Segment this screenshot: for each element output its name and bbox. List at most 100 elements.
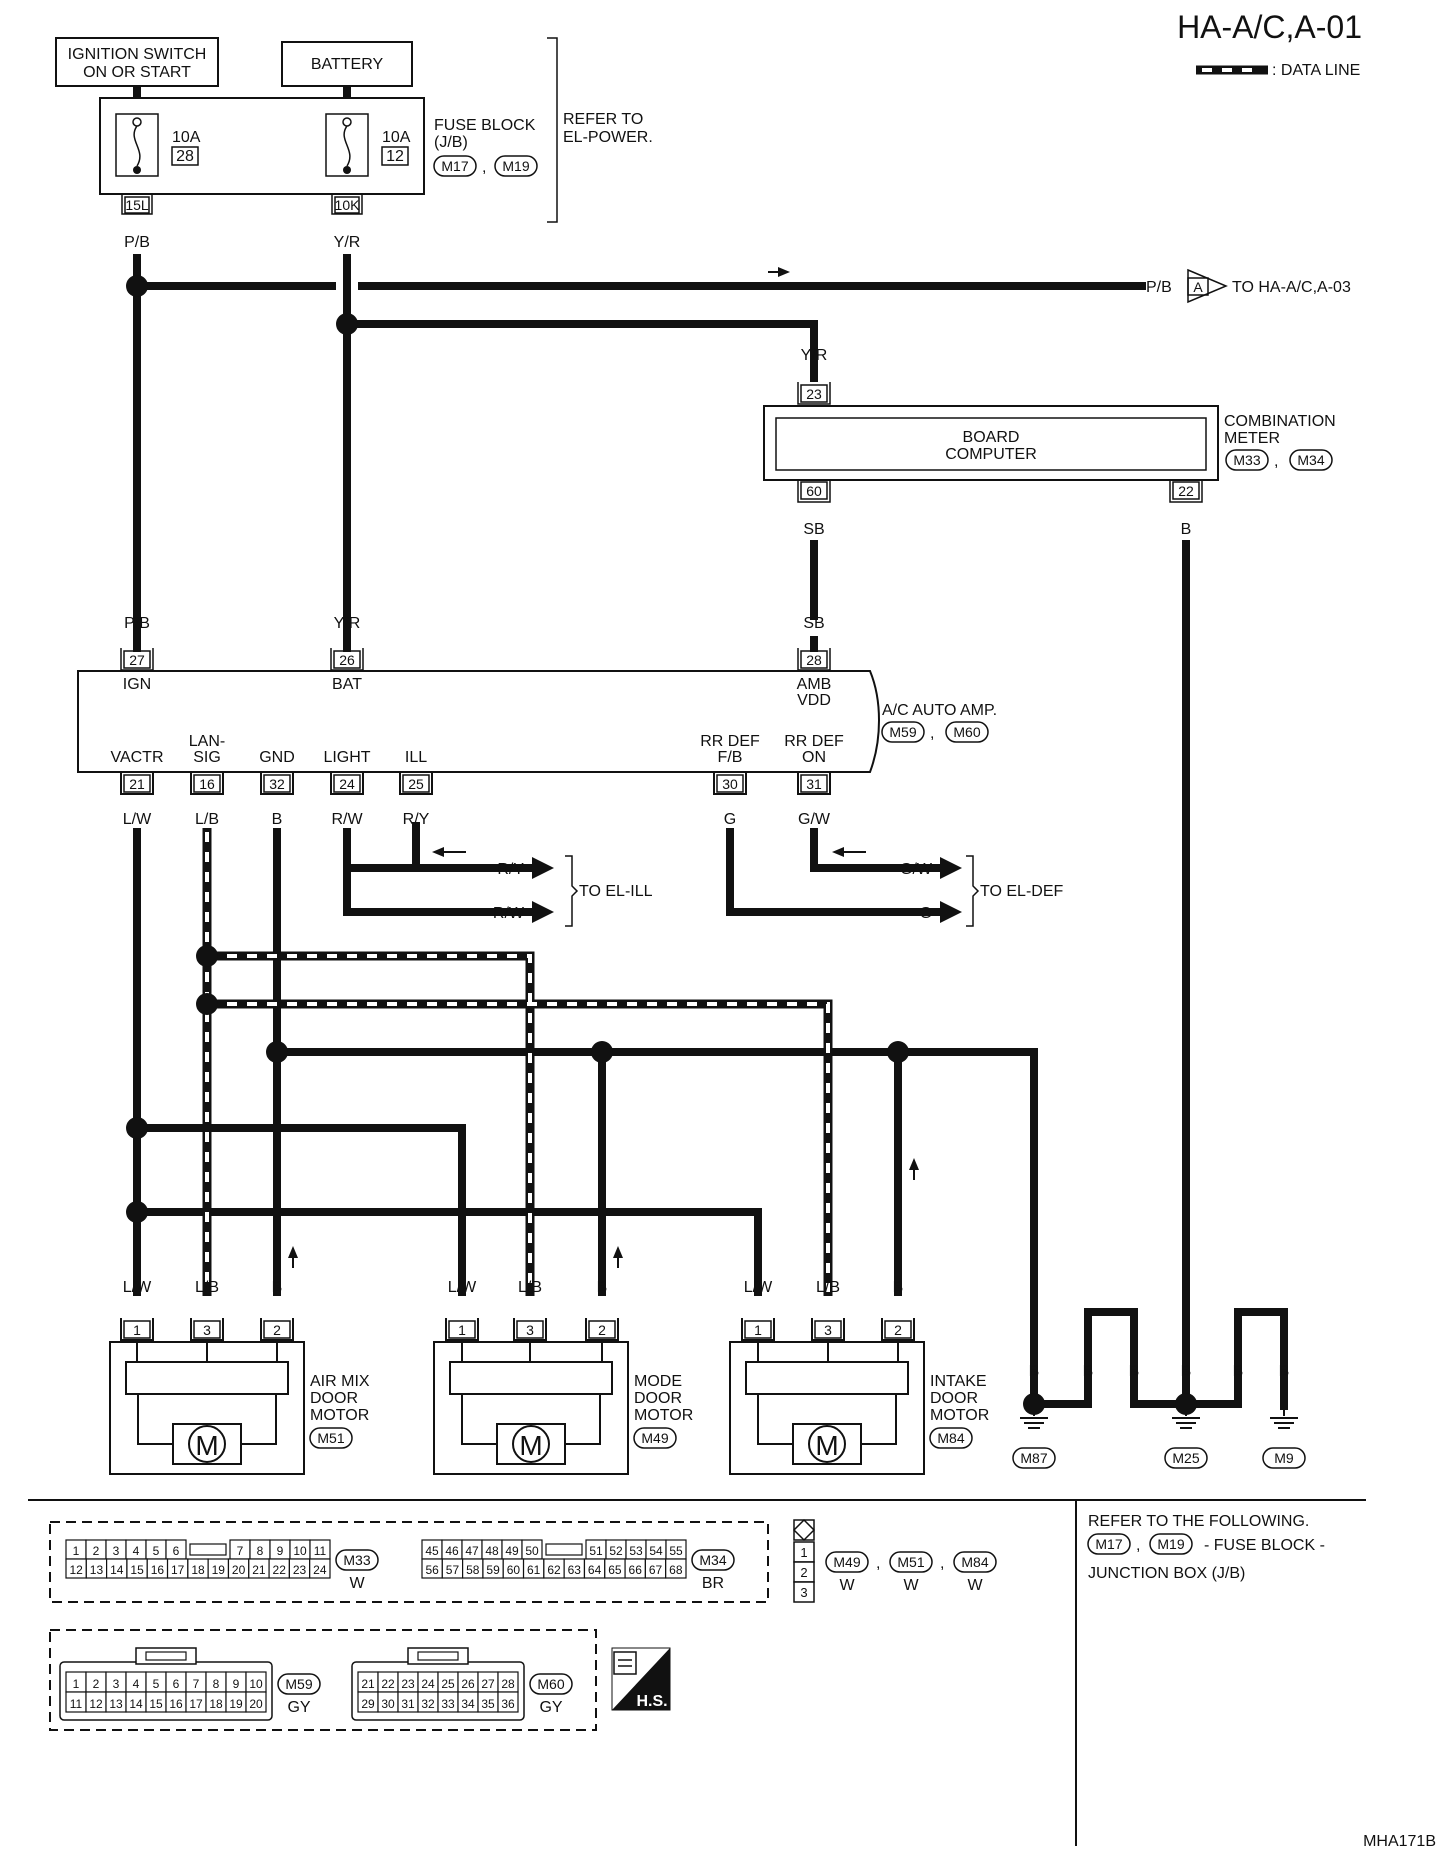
motor-label-1-0: MODE xyxy=(634,1373,682,1390)
connector-m34-pin-54: 54 xyxy=(649,1544,663,1558)
output-arrow-3 xyxy=(940,901,962,923)
wire-label-32: B xyxy=(272,811,283,828)
fuse-12-amp: 10A xyxy=(382,129,411,146)
motor-conn-0: M51 xyxy=(317,1430,344,1446)
motor-wire-label-0-2: B xyxy=(272,1279,283,1296)
connector-m33-pin-8: 8 xyxy=(257,1544,264,1558)
connector-m33-pin-21: 21 xyxy=(252,1563,266,1577)
connector-m34-pin-49: 49 xyxy=(505,1544,519,1558)
motor-pin-0-1: 3 xyxy=(190,1318,224,1341)
wire-label-sb-amp: SB xyxy=(803,615,824,632)
connector-m34-pin-61: 61 xyxy=(527,1563,541,1577)
combo-meter-label-1: COMBINATION xyxy=(1224,413,1336,430)
wire-label-16: L/B xyxy=(195,811,219,828)
wire-label-yr-fuse: Y/R xyxy=(334,234,361,251)
refer-conn-m17: M17 xyxy=(1095,1536,1122,1552)
refer-following: REFER TO THE FOLLOWING. M17 , M19 - FUSE… xyxy=(1087,1513,1325,1582)
wire-label-g-out: G xyxy=(920,905,932,922)
motor-pin-0-2: 2 xyxy=(260,1318,294,1341)
motor-pin-1-0-label: 1 xyxy=(458,1322,466,1338)
connector-m59-pin-11: 11 xyxy=(70,1697,83,1711)
connector-m60-pin-35: 35 xyxy=(481,1697,495,1711)
motor-wire-label-1-0: L/W xyxy=(448,1279,477,1296)
motor-pin-2-0: 1 xyxy=(741,1318,775,1341)
connector-m59-color: GY xyxy=(287,1699,310,1716)
connector-m34-pin-46: 46 xyxy=(445,1544,459,1558)
motor-label-2-0: INTAKE xyxy=(930,1373,987,1390)
ground-m25: M25 xyxy=(1164,1404,1208,1469)
fuse-block-conn-m19: M19 xyxy=(502,158,529,174)
connector-m34-pin-64: 64 xyxy=(588,1563,602,1577)
power-wires xyxy=(126,254,1146,652)
board-computer-1: BOARD xyxy=(963,429,1020,446)
connector-m33-pin-18: 18 xyxy=(191,1563,205,1577)
motor-pin-2-2-label: 2 xyxy=(894,1322,902,1338)
connector-m60-pin-33: 33 xyxy=(441,1697,455,1711)
refer-conn-m19: M19 xyxy=(1157,1536,1184,1552)
ground-label-0: M87 xyxy=(1020,1450,1047,1466)
wire-label-sb-meter: SB xyxy=(803,521,824,538)
connector-m34-id: M34 xyxy=(699,1552,726,1568)
amp-pin-name-30-0: RR DEF xyxy=(700,733,760,750)
ignition-switch: IGNITION SWITCH ON OR START xyxy=(55,37,219,87)
connector-m34-pin-50: 50 xyxy=(525,1544,539,1558)
wire-label-21: L/W xyxy=(123,811,152,828)
amp-pin-21-label: 21 xyxy=(129,776,145,792)
wire-label-b-meter: B xyxy=(1181,521,1192,538)
connector-m33-pin-3: 3 xyxy=(113,1544,120,1558)
ignition-label-1: IGNITION SWITCH xyxy=(68,46,207,63)
connector-m59-pin-19: 19 xyxy=(229,1697,243,1711)
connector-view-box-2 xyxy=(49,1629,597,1731)
connector-m60-pin-29: 29 xyxy=(361,1697,375,1711)
data-line-legend: : DATA LINE xyxy=(1196,62,1360,79)
svg-text:,: , xyxy=(1274,453,1278,470)
connector-m60-pin-30: 30 xyxy=(381,1697,395,1711)
motor-pin-1-2-label: 2 xyxy=(598,1322,606,1338)
connector-m34-pin-52: 52 xyxy=(609,1544,623,1558)
amp-conn-m59: M59 xyxy=(889,724,916,740)
motor-pin-0-2-label: 2 xyxy=(273,1322,281,1338)
output-arrow-2 xyxy=(940,857,962,879)
to-el-def-label: TO EL-DEF xyxy=(980,883,1064,900)
svg-text:28: 28 xyxy=(806,652,822,668)
connector-m33-pin-17: 17 xyxy=(171,1563,185,1577)
connector-m59-pin-1: 1 xyxy=(73,1677,80,1691)
wire-label-rw-out: R/W xyxy=(493,905,525,922)
connector-motor-id-0: M49 xyxy=(833,1554,860,1570)
footer-code: MHA171B xyxy=(1363,1833,1436,1850)
motor-pin-2-0-label: 1 xyxy=(754,1322,762,1338)
to-ha03-wire: P/B xyxy=(1146,279,1172,296)
motor-pin-2-2: 2 xyxy=(881,1318,915,1341)
connector-m60-pin-28: 28 xyxy=(501,1677,515,1691)
connector-m34-pin-51: 51 xyxy=(589,1544,603,1558)
flow-arrow-head-0 xyxy=(432,847,444,857)
connector-motor-pin-1: 1 xyxy=(800,1545,807,1560)
fuse-12: 10A 12 xyxy=(325,113,411,177)
pin-15l: 15L xyxy=(121,194,153,215)
output-arrow-0 xyxy=(532,857,554,879)
wire-label-30: G xyxy=(724,811,736,828)
connector-motor-pin-2: 2 xyxy=(800,1565,807,1580)
svg-text:23: 23 xyxy=(806,386,822,402)
ac-auto-amp-label: A/C AUTO AMP. xyxy=(882,702,997,719)
wire-label-pb-amp: P/B xyxy=(124,615,150,632)
motor-wire-label-1-1: L/B xyxy=(518,1279,542,1296)
to-ha-a-c-a-03: P/B A TO HA-A/C,A-03 xyxy=(1146,268,1351,304)
fuse-block-label: FUSE BLOCK (J/B) M17 , M19 xyxy=(433,117,538,177)
connector-m34-pin-58: 58 xyxy=(466,1563,480,1577)
connector-m33-pin-19: 19 xyxy=(212,1563,226,1577)
motor-label-0-0: AIR MIX xyxy=(310,1373,370,1390)
connector-m60-pin-25: 25 xyxy=(441,1677,455,1691)
wire-label-ry-out: R/Y xyxy=(497,861,524,878)
connector-m33-pin-12: 12 xyxy=(69,1563,83,1577)
svg-text:26: 26 xyxy=(339,652,355,668)
amp-pin-name-32-0: GND xyxy=(259,749,295,766)
combo-meter-conn-m34: M34 xyxy=(1297,452,1324,468)
connector-m59-id: M59 xyxy=(285,1676,312,1692)
amp-pin-name-31-1: ON xyxy=(802,749,826,766)
refer-label-2: EL-POWER. xyxy=(563,129,653,146)
amp-pin-21: 21 xyxy=(120,772,154,795)
